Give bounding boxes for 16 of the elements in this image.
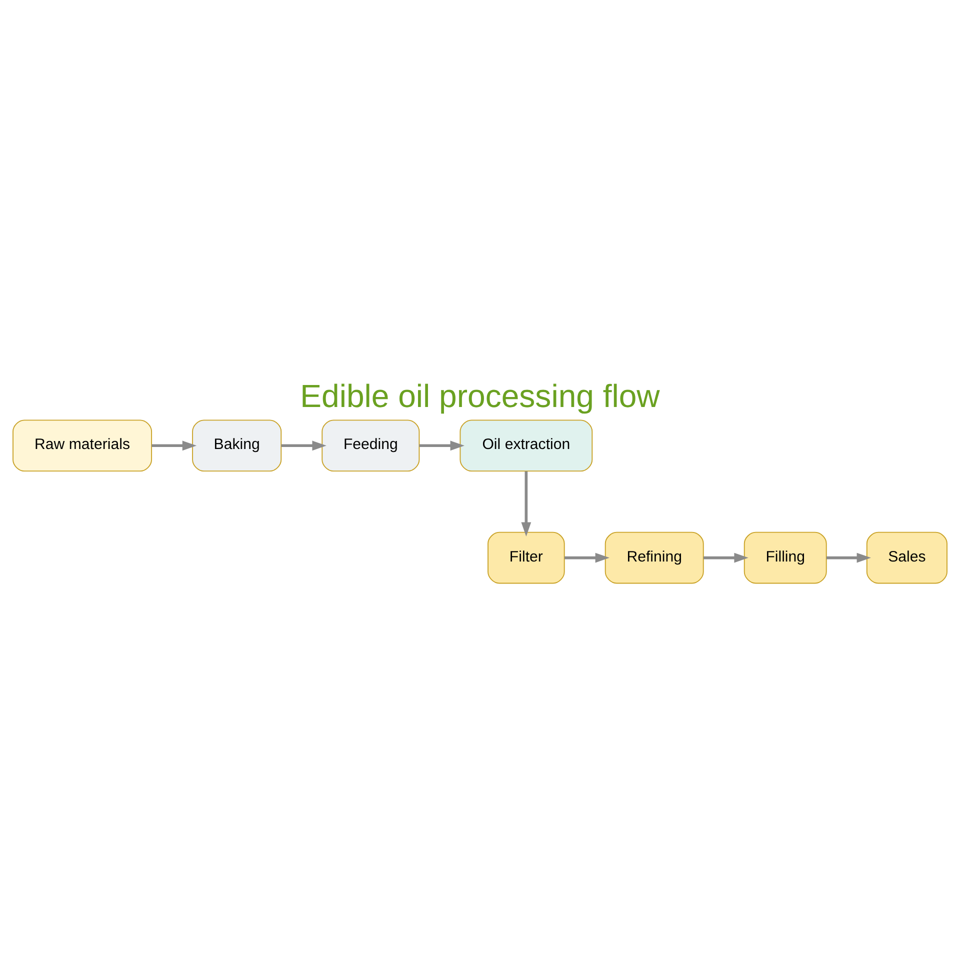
arrow xyxy=(281,440,326,450)
node-box: Baking xyxy=(192,419,282,472)
node-box: Refining xyxy=(604,531,704,584)
arrow xyxy=(826,552,871,562)
node-box: Sales xyxy=(866,531,948,584)
node-box: Filling xyxy=(744,531,827,584)
arrow xyxy=(152,440,197,450)
diagram-title: Edible oil processing flow xyxy=(300,378,660,414)
node-box: Filter xyxy=(488,531,565,584)
arrow xyxy=(521,470,532,536)
node-box: Feeding xyxy=(322,419,420,472)
node-box: Raw materials xyxy=(12,419,152,472)
arrow xyxy=(703,552,748,562)
arrow xyxy=(419,440,464,450)
node-box: Oil extraction xyxy=(460,419,593,472)
arrow xyxy=(564,552,610,562)
